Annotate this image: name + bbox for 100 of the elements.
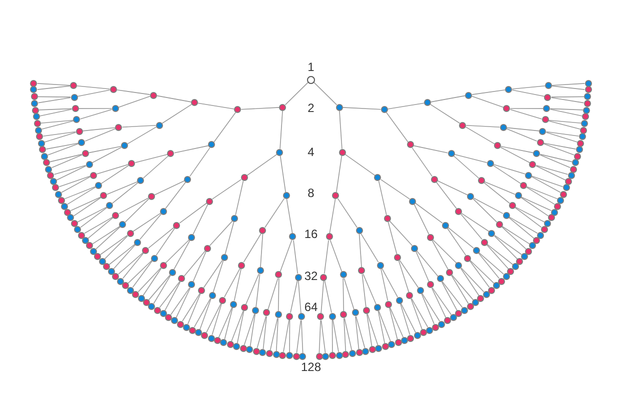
branch-line <box>344 278 354 310</box>
tree-node <box>362 307 370 314</box>
tree-node <box>426 281 434 288</box>
tree-node <box>188 234 196 241</box>
tree-node <box>512 263 519 270</box>
branch-line <box>276 318 278 352</box>
tree-node <box>502 212 510 219</box>
tree-node <box>184 176 192 183</box>
tree-node <box>472 299 480 306</box>
branch-line <box>245 274 260 305</box>
branch-line <box>174 240 190 270</box>
branch-line <box>446 228 466 256</box>
tree-node <box>72 105 79 112</box>
tree-node <box>548 214 555 222</box>
branch-line <box>165 239 190 264</box>
tree-node <box>407 334 414 342</box>
branch-line <box>337 198 358 228</box>
tree-node <box>39 146 46 154</box>
tree-node <box>554 202 562 210</box>
branch-line <box>224 221 234 254</box>
tree-node <box>52 184 60 192</box>
branch-line <box>484 182 510 204</box>
branch-line <box>116 89 150 95</box>
branch-line <box>284 82 309 106</box>
tree-node <box>252 307 260 314</box>
branch-line <box>192 251 206 282</box>
branch-line <box>344 318 346 352</box>
branch-line <box>531 176 564 188</box>
tree-node <box>384 300 392 308</box>
branch-line <box>283 319 290 352</box>
tree-node <box>38 140 45 147</box>
branch-line <box>140 214 162 240</box>
branch-line <box>472 198 498 222</box>
tree-node <box>160 262 167 269</box>
branch-line <box>380 268 388 302</box>
tree-node <box>103 263 110 270</box>
tree-node <box>32 106 39 114</box>
branch-line <box>278 278 280 312</box>
tree-node <box>60 202 68 210</box>
branch-line <box>342 278 344 312</box>
tree-node <box>384 214 391 222</box>
branch-line <box>478 252 504 274</box>
branch-line <box>469 260 490 288</box>
branch-line <box>96 164 129 174</box>
tree-node <box>317 313 324 320</box>
branch-line <box>332 319 333 353</box>
tree-node <box>472 246 480 254</box>
tree-node <box>496 220 503 228</box>
tree-node <box>94 253 102 260</box>
tree-node <box>274 311 282 318</box>
branch-line <box>293 240 298 274</box>
tree-node <box>498 278 505 285</box>
branch-line <box>194 298 211 328</box>
tree-node <box>282 192 290 200</box>
branch-line <box>546 131 580 137</box>
branch-line <box>508 216 538 234</box>
branch-line <box>36 83 70 86</box>
tree-node <box>188 281 196 288</box>
branch-line <box>262 316 267 350</box>
branch-line <box>552 86 585 90</box>
tree-node <box>108 268 115 276</box>
branch-line <box>378 310 391 342</box>
branch-line <box>344 318 352 351</box>
tree-node <box>55 190 62 198</box>
tree-node <box>446 268 454 276</box>
tree-node <box>190 99 198 106</box>
tree-node <box>424 99 432 106</box>
tree-node <box>183 324 190 331</box>
tree-node <box>266 350 273 358</box>
tree-node <box>256 267 264 274</box>
branch-line <box>209 220 233 246</box>
tree-node <box>438 320 445 328</box>
branch-line <box>320 320 326 354</box>
tree-node <box>160 310 167 318</box>
branch-line <box>280 110 283 150</box>
tree-node <box>352 309 359 316</box>
branch-line <box>389 220 413 246</box>
branch-line <box>324 240 329 274</box>
branch-line <box>80 207 108 228</box>
branch-line <box>432 240 448 270</box>
tree-node <box>467 192 474 200</box>
branch-line <box>540 154 571 168</box>
tree-node <box>557 196 564 204</box>
tree-node <box>574 152 581 160</box>
tree-node <box>120 142 128 150</box>
branch-line <box>100 235 128 255</box>
branch-line <box>358 234 362 268</box>
branch-line <box>84 216 114 234</box>
branch-line <box>378 310 386 344</box>
tree-node <box>70 82 77 90</box>
branch-line <box>92 226 120 244</box>
branch-line <box>466 124 500 128</box>
tree-node <box>542 116 549 124</box>
branch-line <box>520 197 549 216</box>
branch-line <box>122 252 144 279</box>
tree-node <box>112 104 119 112</box>
branch-line <box>190 147 210 177</box>
branch-line <box>500 146 530 164</box>
branch-line <box>280 155 286 193</box>
tree-node <box>420 329 427 336</box>
